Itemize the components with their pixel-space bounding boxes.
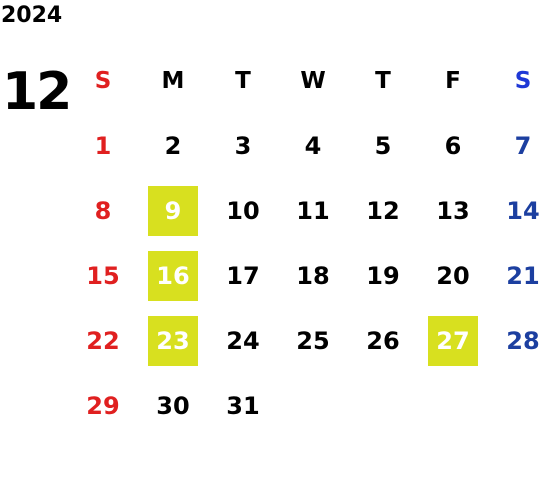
- day-cell-highlighted: 23: [138, 308, 208, 373]
- day-cell: 7: [514, 131, 532, 160]
- weekday-header-tuesday: T: [235, 67, 251, 94]
- day-cell-highlighted: 16: [138, 243, 208, 308]
- day-cell: 5: [374, 131, 392, 160]
- day-cell: 28: [506, 326, 540, 355]
- day-cell: 19: [366, 261, 400, 290]
- day-cell-highlighted: 9: [138, 178, 208, 243]
- weekday-header-sunday: S: [94, 67, 112, 94]
- highlight-box: 9: [148, 185, 198, 236]
- weekday-header-friday: F: [445, 67, 461, 94]
- day-cell: 4: [304, 131, 322, 160]
- weekday-header-monday: M: [161, 67, 185, 94]
- day-cell: 3: [234, 131, 252, 160]
- highlight-box: 23: [148, 315, 198, 366]
- day-cell: 20: [436, 261, 470, 290]
- highlight-box: 27: [428, 315, 478, 366]
- day-cell: 25: [296, 326, 330, 355]
- day-cell: 6: [444, 131, 462, 160]
- weekday-header-thursday: T: [375, 67, 391, 94]
- day-cell: 12: [366, 196, 400, 225]
- highlight-box: 16: [148, 250, 198, 301]
- day-cell: 14: [506, 196, 540, 225]
- day-cell: 22: [86, 326, 120, 355]
- day-cell: 13: [436, 196, 470, 225]
- day-cell: 24: [226, 326, 260, 355]
- day-cell: 1: [94, 131, 112, 160]
- day-cell-empty: [278, 373, 348, 438]
- day-cell: 8: [94, 196, 112, 225]
- day-cell: 31: [226, 391, 260, 420]
- calendar-grid: S M T W T F S 1 2 3 4 5 6 7 8 9 10 11 12…: [68, 48, 548, 438]
- day-cell: 29: [86, 391, 120, 420]
- day-cell-highlighted: 27: [418, 308, 488, 373]
- day-cell: 26: [366, 326, 400, 355]
- day-cell: 11: [296, 196, 330, 225]
- day-cell: 15: [86, 261, 120, 290]
- day-cell: 10: [226, 196, 260, 225]
- day-cell-empty: [348, 373, 418, 438]
- day-cell: 2: [164, 131, 182, 160]
- day-cell: 17: [226, 261, 260, 290]
- weekday-header-wednesday: W: [300, 67, 326, 94]
- day-cell-empty: [418, 373, 488, 438]
- day-cell: 18: [296, 261, 330, 290]
- weekday-header-saturday: S: [514, 67, 532, 94]
- day-cell: 30: [156, 391, 190, 420]
- year-label: 2024: [1, 3, 63, 28]
- day-cell: 21: [506, 261, 540, 290]
- month-number: 12: [2, 62, 72, 122]
- day-cell-empty: [488, 373, 548, 438]
